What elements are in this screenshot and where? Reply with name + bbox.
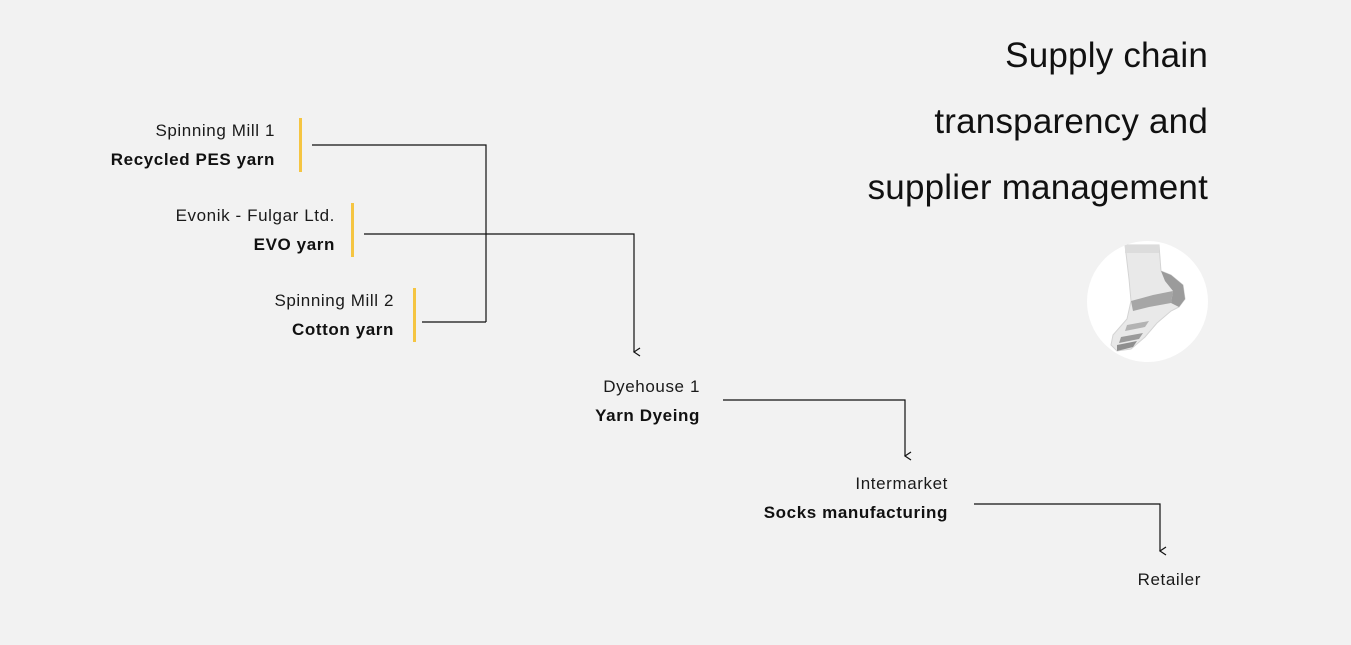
node-name: Retailer xyxy=(1137,570,1201,589)
title-line-1: Supply chain xyxy=(1005,36,1208,75)
accent-bar-evonik xyxy=(351,203,354,257)
node-name: Spinning Mill 1 xyxy=(155,121,275,140)
accent-bar-spinning-mill-1 xyxy=(299,118,302,172)
product-image xyxy=(1087,241,1208,362)
connector-spinning-mill-1 xyxy=(312,144,487,322)
connector-to-retailer xyxy=(974,503,1167,556)
node-spinning-mill-2: Spinning Mill 2 Cotton yarn xyxy=(274,290,394,341)
accent-bar-spinning-mill-2 xyxy=(413,288,416,342)
node-role: Yarn Dyeing xyxy=(595,406,700,425)
title-line-3: supplier management xyxy=(867,168,1208,207)
connector-to-dyehouse xyxy=(364,233,641,357)
connector-to-intermarket xyxy=(723,399,912,461)
node-role: Recycled PES yarn xyxy=(110,150,275,169)
node-retailer: Retailer xyxy=(1138,569,1201,591)
node-evonik: Evonik - Fulgar Ltd. EVO yarn xyxy=(176,205,335,256)
node-role: Cotton yarn xyxy=(292,320,394,339)
node-intermarket: Intermarket Socks manufacturing xyxy=(764,473,948,524)
node-spinning-mill-1: Spinning Mill 1 Recycled PES yarn xyxy=(111,120,275,171)
node-role: Socks manufacturing xyxy=(763,503,948,522)
node-name: Evonik - Fulgar Ltd. xyxy=(175,206,335,225)
node-name: Dyehouse 1 xyxy=(603,377,700,396)
title-line-2: transparency and xyxy=(934,102,1208,141)
node-name: Intermarket xyxy=(855,474,948,493)
node-dyehouse: Dyehouse 1 Yarn Dyeing xyxy=(595,376,700,427)
node-name: Spinning Mill 2 xyxy=(274,291,394,310)
node-role: EVO yarn xyxy=(253,235,335,254)
sock-icon xyxy=(1110,244,1186,352)
